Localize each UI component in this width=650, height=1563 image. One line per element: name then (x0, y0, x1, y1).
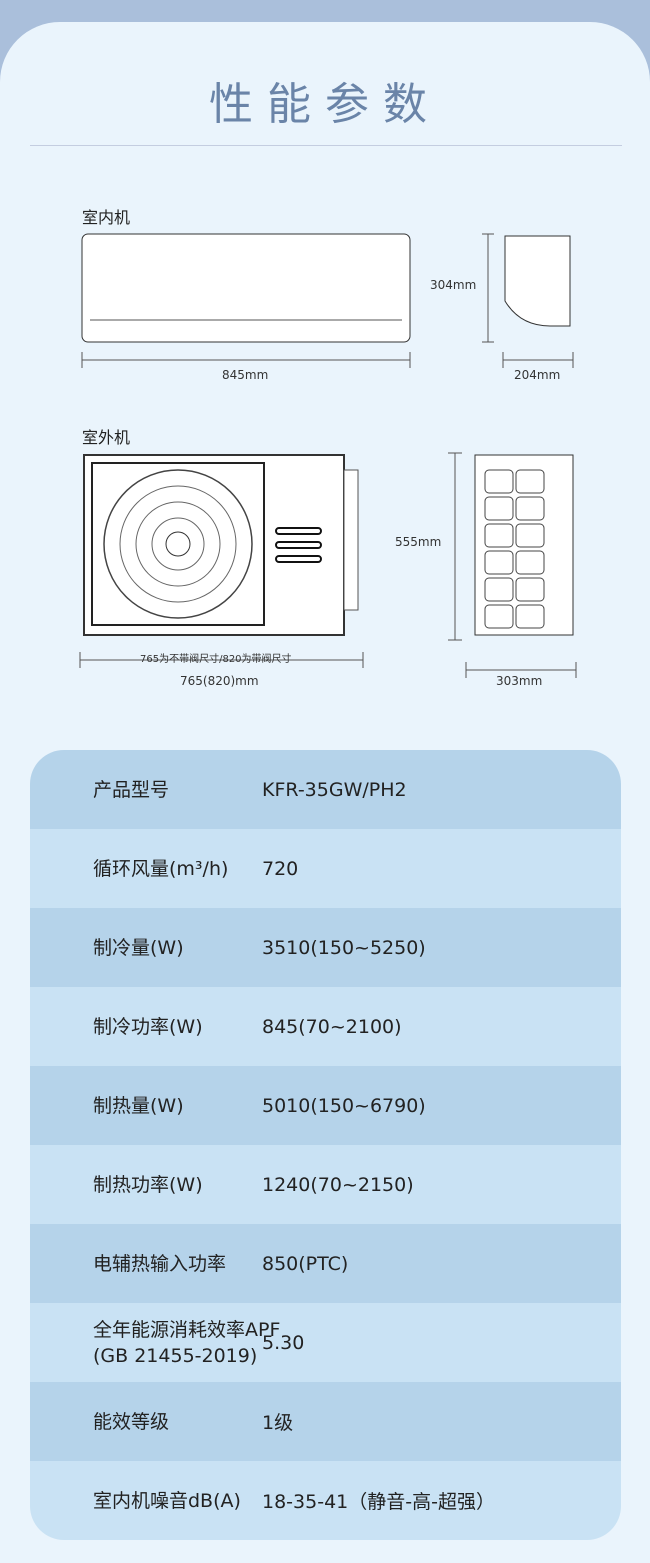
indoor-depth: 204mm (514, 368, 561, 382)
table-row: 制热功率(W) 1240(70~2150) (30, 1145, 621, 1224)
spec-key: 电辅热输入功率 (93, 1252, 227, 1275)
spec-key: 能效等级 (93, 1410, 170, 1433)
spec-key-line1: 全年能源消耗效率APF (93, 1318, 281, 1341)
outdoor-depth: 303mm (496, 674, 543, 688)
indoor-unit-front-drawing (81, 233, 574, 368)
spec-key: 制热功率(W) (93, 1173, 203, 1196)
page-title: 性能参数 (209, 79, 441, 130)
indoor-width: 845mm (222, 368, 269, 382)
spec-key: 制冷量(W) (93, 936, 184, 959)
spec-key: 产品型号 (93, 778, 170, 801)
spec-key: 循环风量(m³/h) (93, 857, 229, 880)
table-row: 产品型号 KFR-35GW/PH2 (30, 750, 621, 829)
spec-table: 产品型号 KFR-35GW/PH2 循环风量(m³/h) 720 制冷量(W) 351… (30, 750, 621, 1540)
spec-value: 1级 (262, 1412, 294, 1434)
table-row: 能效等级 1级 (30, 1382, 621, 1461)
table-row: 制冷量(W) 3510(150~5250) (30, 908, 621, 987)
outdoor-width: 765(820)mm (180, 674, 259, 688)
outdoor-size-note: 765为不带阀尺寸/820为带阀尺寸 (140, 654, 292, 665)
divider (30, 145, 622, 146)
indoor-label: 室内机 (82, 208, 131, 227)
spec-key: 制热量(W) (93, 1094, 184, 1117)
spec-value: 18-35-41（静音-高-超强） (262, 1491, 495, 1513)
spec-value: 5010(150~6790) (262, 1094, 426, 1117)
indoor-unit-side-drawing (504, 235, 571, 327)
table-row: 全年能源消耗效率APF (GB 21455-2019)5.30 (30, 1303, 621, 1382)
spec-key: 室内机噪音dB(A) (93, 1489, 241, 1512)
spec-key: 制冷功率(W) (93, 1015, 203, 1038)
spec-value: 3510(150~5250) (262, 936, 426, 959)
outdoor-label: 室外机 (82, 428, 131, 447)
table-row: 电辅热输入功率 850(PTC) (30, 1224, 621, 1303)
spec-value: 1240(70~2150) (262, 1173, 414, 1196)
spec-value: 845(70~2100) (262, 1015, 402, 1038)
spec-value: KFR-35GW/PH2 (262, 778, 407, 801)
table-row: 制冷功率(W) 845(70~2100) (30, 987, 621, 1066)
table-row: 制热量(W) 5010(150~6790) (30, 1066, 621, 1145)
spec-key: 全年能源消耗效率APF (GB 21455-2019) (30, 1317, 281, 1369)
spec-value: 850(PTC) (262, 1252, 349, 1275)
spec-value: 720 (262, 857, 299, 880)
outdoor-unit-drawing (79, 452, 577, 678)
indoor-height: 304mm (430, 278, 477, 292)
spec-value: 5.30 (262, 1331, 305, 1354)
table-row: 室内机噪音dB(A) 18-35-41（静音-高-超强） (30, 1461, 621, 1540)
outdoor-height: 555mm (395, 535, 442, 549)
spec-key-line2: (GB 21455-2019) (93, 1344, 258, 1367)
table-row: 循环风量(m³/h) 720 (30, 829, 621, 908)
